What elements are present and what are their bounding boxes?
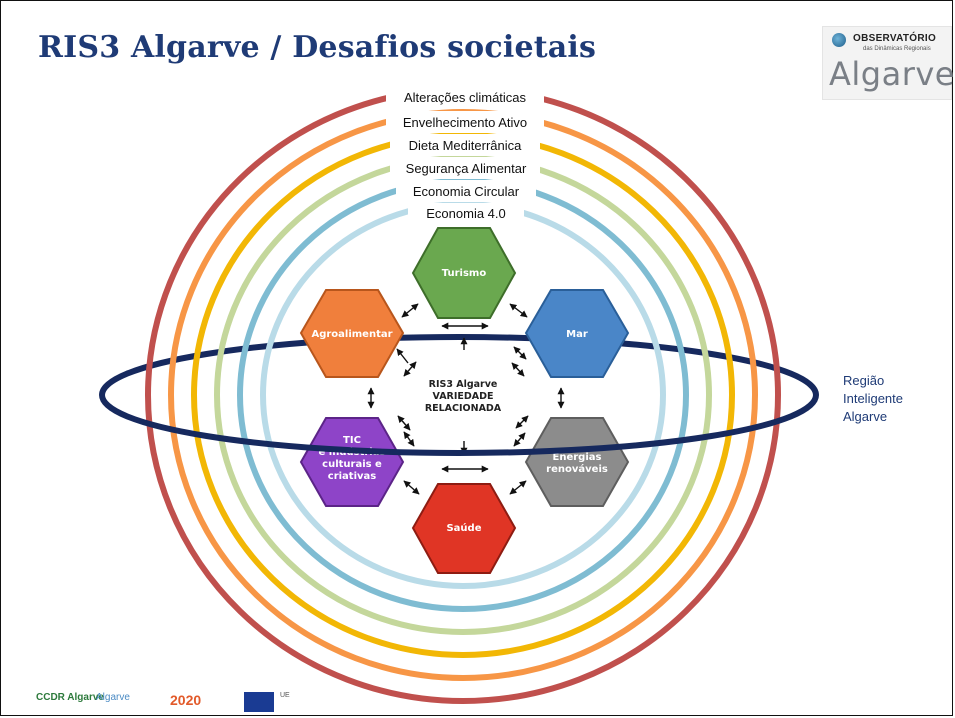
orbit-label-line-2: Inteligente bbox=[843, 391, 903, 406]
observatorio-logo: OBSERVATÓRIO das Dinâmicas Regionais Alg… bbox=[822, 26, 955, 100]
hexagon-energias: Energias renováveis bbox=[524, 417, 630, 507]
arrow-tic-center-2 bbox=[403, 431, 415, 447]
slide-title: RIS3 Algarve / Desafios societais bbox=[38, 30, 597, 65]
hex-label-turismo: Turismo bbox=[442, 268, 487, 279]
logo-line-1: OBSERVATÓRIO bbox=[853, 33, 937, 44]
orbit-label-line-3: Algarve bbox=[843, 409, 887, 424]
logo-line-3: Algarve bbox=[829, 55, 955, 93]
arrow-agro-center bbox=[396, 348, 409, 364]
orbit-label: Região Inteligente Algarve bbox=[843, 373, 903, 424]
relation-arrows bbox=[367, 303, 565, 495]
arrow-energias-saude bbox=[509, 480, 527, 495]
orbit-ellipse-back bbox=[99, 334, 819, 396]
hexagon-saude: Saúde bbox=[411, 483, 517, 574]
hexagon-mar: Mar bbox=[524, 289, 630, 378]
hex-label-agroalimentar: Agroalimentar bbox=[311, 329, 392, 340]
ring-label-seguranca-alimentar: Segurança Alimentar bbox=[406, 161, 527, 176]
hex-label-energias-1: Energias bbox=[553, 452, 602, 463]
ring-labels: Alterações climáticas Envelhecimento Ati… bbox=[386, 86, 544, 223]
center-line-3: RELACIONADA bbox=[425, 403, 502, 414]
arrow-energias-center-2 bbox=[513, 432, 526, 447]
ring-label-economia-circular: Economia Circular bbox=[413, 184, 520, 199]
portugal-2020-logo: 2020 bbox=[170, 692, 202, 708]
hex-label-mar: Mar bbox=[566, 329, 588, 340]
hexagon-agroalimentar: Agroalimentar bbox=[299, 289, 405, 378]
arrow-tic-center bbox=[397, 415, 411, 431]
hex-label-tic-4: criativas bbox=[328, 471, 377, 482]
eu-flag-icon bbox=[244, 692, 274, 712]
center-text: RIS3 Algarve VARIEDADE RELACIONADA bbox=[425, 379, 502, 414]
arrow-mar-center-2 bbox=[511, 362, 525, 377]
arrow-agro-center-2 bbox=[403, 361, 417, 377]
hex-label-saude: Saúde bbox=[446, 522, 481, 534]
eu-logo-text: UE bbox=[280, 692, 290, 699]
logo-line-2: das Dinâmicas Regionais bbox=[863, 46, 931, 52]
arrow-energias-center bbox=[515, 415, 529, 429]
arrow-mar-center bbox=[513, 346, 527, 360]
hex-label-energias-2: renováveis bbox=[546, 463, 608, 475]
orbit-ellipse-front bbox=[99, 394, 819, 456]
hexagon-tic: TIC e indústrias culturais e criativas bbox=[299, 417, 405, 507]
arrow-tic-saude bbox=[403, 480, 420, 495]
hexagon-turismo: Turismo bbox=[411, 227, 517, 319]
ring-label-envelhecimento-ativo: Envelhecimento Ativo bbox=[403, 115, 527, 130]
center-line-1: RIS3 Algarve bbox=[429, 379, 498, 390]
algarve-logo: Algarve bbox=[96, 692, 130, 703]
arrow-turismo-agro bbox=[401, 303, 419, 318]
arrow-turismo-mar bbox=[509, 303, 528, 318]
hex-label-tic-3: culturais e bbox=[322, 459, 382, 470]
center-line-2: VARIEDADE bbox=[432, 391, 493, 402]
footer-logos: CCDR Algarve Algarve 2020 UE bbox=[36, 692, 356, 716]
globe-icon bbox=[832, 33, 846, 47]
ring-label-dieta-mediterranica: Dieta Mediterrânica bbox=[409, 138, 522, 153]
ring-label-economia-4-0: Economia 4.0 bbox=[426, 206, 506, 221]
orbit-label-line-1: Região bbox=[843, 373, 884, 388]
hex-label-tic-1: TIC bbox=[343, 435, 361, 446]
ccdr-logo: CCDR Algarve bbox=[36, 692, 104, 703]
ring-label-alteracoes-climaticas: Alterações climáticas bbox=[404, 90, 527, 105]
